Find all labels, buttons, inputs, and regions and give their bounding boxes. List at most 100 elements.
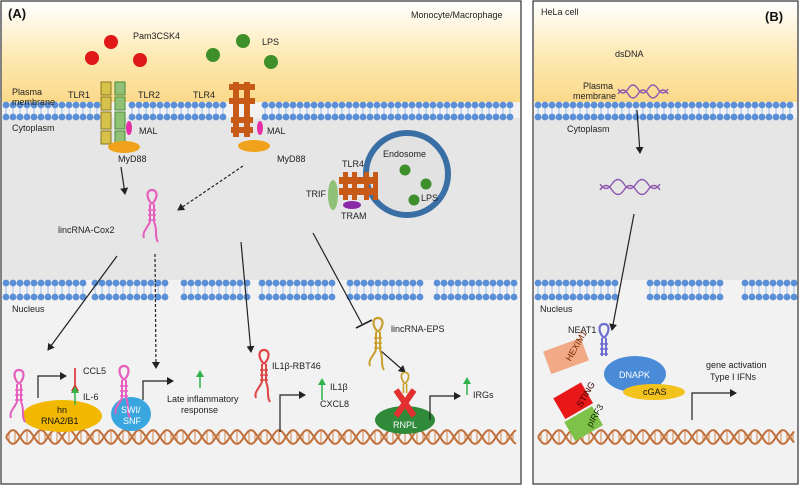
signal-arrow: [635, 109, 644, 154]
late-inflammatory-label: response: [181, 405, 218, 415]
il1b-label: IL1β: [330, 382, 348, 392]
neat1-label: NEAT1: [568, 325, 596, 335]
endosomal-lps-label: LPS: [421, 193, 438, 203]
panel-b-letter: (B): [765, 9, 783, 24]
mal-label: MAL: [139, 126, 158, 136]
transcription-arrow: [429, 392, 461, 420]
type1-ifns-label: Type I IFNs: [710, 372, 757, 382]
plasma-membrane-label: membrane: [573, 91, 616, 101]
signal-arrow: [120, 166, 129, 195]
plasma-membrane: [2, 101, 514, 121]
transcription-arrow: [691, 389, 737, 420]
hexim1-protein: [543, 337, 589, 375]
dsdna-molecule: [617, 84, 669, 99]
lps-molecule: [264, 55, 278, 69]
myd88-label: MyD88: [118, 154, 147, 164]
transcription-arrow: [142, 377, 174, 400]
lps-molecule: [408, 194, 420, 206]
nucleus-label: Nucleus: [12, 304, 45, 314]
rnpl-complex: [375, 371, 435, 434]
irf3-protein: [564, 406, 603, 442]
transcription-arrow: [37, 372, 67, 398]
tram-adaptor: [343, 201, 361, 209]
plasma-membrane-label: membrane: [12, 97, 55, 107]
irgs-label: IRGs: [473, 390, 494, 400]
hnrnpa2b1-complex: [9, 368, 102, 432]
endosomal-tlr4-label: TLR4: [342, 159, 364, 169]
inhibition-line: [312, 232, 363, 325]
lps-molecule: [399, 164, 411, 176]
signal-arrow: [609, 213, 635, 331]
il1b-rbt46-hairpin: [254, 348, 271, 403]
cgas-protein: [623, 384, 685, 400]
dna-helix: [5, 429, 517, 445]
tlr1-label: TLR1: [68, 90, 90, 100]
nuclear-envelope: [2, 279, 518, 301]
lps-molecule: [236, 34, 250, 48]
plasma-membrane: [534, 101, 794, 121]
dnapk-protein: [604, 356, 666, 392]
tlr2-label: TLR2: [138, 90, 160, 100]
lincrna-cox2-hairpin: [114, 364, 131, 419]
il6-label: IL-6: [83, 392, 99, 402]
binding-arrow: [380, 350, 406, 373]
swisnf-label: SNF: [123, 416, 142, 426]
lps-molecule: [420, 178, 432, 190]
mal-adaptor: [126, 121, 132, 135]
lps-label: LPS: [262, 37, 279, 47]
regulation-arrow-dashed: [151, 253, 160, 369]
mal-label: MAL: [267, 126, 286, 136]
hnrnp-label: hn: [57, 405, 67, 415]
plasma-membrane-label: Plasma: [12, 87, 42, 97]
panel-a-letter: (A): [8, 6, 26, 21]
cell-type-label: Monocyte/Macrophage: [411, 10, 503, 20]
pam3csk4-dots: [85, 35, 147, 67]
lincrna-cox2-hairpin: [142, 188, 159, 243]
gene-activation-label: gene activation: [706, 360, 767, 370]
swisnf-complex: [111, 364, 151, 431]
neat1-hairpin: [598, 322, 610, 356]
regulation-arrow: [47, 255, 118, 351]
inhibition-bar: [355, 319, 373, 329]
cell-type-label: HeLa cell: [541, 7, 579, 17]
il1b-rbt46-label: IL1β-RBT46: [272, 361, 321, 371]
panel-b: (B) HeLa cell dsDNA Plasma membrane Cyto…: [532, 0, 799, 485]
signal-arrow-dashed: [177, 165, 244, 211]
trif-adaptor: [328, 180, 338, 210]
signal-arrow: [240, 241, 255, 353]
sting-protein: [553, 382, 593, 420]
nuclear-envelope: [534, 279, 798, 301]
hnrnp-label: RNA2/B1: [41, 416, 79, 426]
trif-label: TRIF: [306, 189, 326, 199]
nucleus-label: Nucleus: [540, 304, 573, 314]
pam3csk4-molecule: [133, 53, 147, 67]
lincrna-cox2-hairpin: [9, 368, 26, 423]
endosome: [328, 130, 451, 218]
late-inflammatory-label: Late inflammatory: [167, 394, 239, 404]
cxcl8-label: CXCL8: [320, 399, 349, 409]
myd88-adaptor: [108, 141, 140, 153]
tram-label: TRAM: [341, 211, 367, 221]
mal-adaptor: [257, 121, 263, 135]
myd88-adaptor: [238, 140, 270, 152]
endosome-label: Endosome: [383, 149, 426, 159]
pam3csk4-molecule: [85, 51, 99, 65]
swisnf-label: SWI/: [121, 405, 141, 415]
lincrna-eps-label: lincRNA-EPS: [391, 324, 445, 334]
cgas-label: cGAS: [643, 387, 667, 397]
ccl5-label: CCL5: [83, 366, 106, 376]
dnapk-label: DNAPK: [619, 370, 650, 380]
tlr4-label: TLR4: [193, 90, 215, 100]
lincrna-eps-hairpin: [400, 371, 410, 394]
endosomal-tlr4: [339, 172, 378, 200]
myd88-label: MyD88: [277, 154, 306, 164]
panel-a: (A) Monocyte/Macrophage Pam3CSK4 LPS Pla…: [0, 0, 522, 485]
lincrna-eps-hairpin: [368, 316, 385, 371]
tlr4-receptor: [229, 82, 270, 152]
dsdna-label: dsDNA: [615, 49, 644, 59]
plasma-membrane-label: Plasma: [583, 81, 613, 91]
pam3csk4-molecule: [104, 35, 118, 49]
rnpl-label: RNPL: [393, 420, 417, 430]
lps-dots: [206, 34, 278, 69]
